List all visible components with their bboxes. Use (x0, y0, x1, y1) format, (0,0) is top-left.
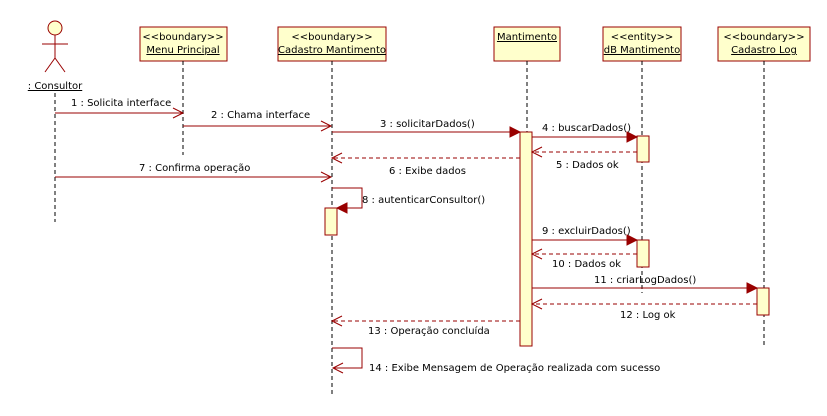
arrow-head (626, 234, 639, 246)
lifeline-name: dB Mantimento (604, 45, 680, 56)
message-label: 8 : autenticarConsultor() (362, 195, 485, 206)
message-label: 6 : Exibe dados (389, 166, 466, 177)
activation-db-2 (636, 239, 650, 268)
message-13[interactable]: 13 : Operação concluída (330, 315, 520, 337)
lifeline-box (717, 26, 811, 62)
message-2[interactable]: 2 : Chama interface (183, 110, 333, 132)
message-label: 4 : buscarDados() (542, 123, 631, 134)
message-6[interactable]: 6 : Exibe dados (330, 152, 520, 177)
message-line (332, 347, 363, 369)
lifeline-name: Cadastro Log (731, 45, 797, 56)
message-label: 11 : criarLogDados() (594, 275, 696, 286)
message-label: 7 : Confirma operação (139, 163, 250, 174)
message-5[interactable]: 5 : Dados ok (530, 146, 637, 171)
arrow-head (320, 120, 333, 132)
lifeline-head-cadastro-mantimento[interactable]: <<boundary>> Cadastro Mantimento (277, 26, 387, 62)
arrow-head (530, 146, 543, 158)
message-line (332, 187, 363, 209)
lifeline-name: Mantimento (497, 32, 557, 43)
lifeline-head-mantimento[interactable]: Mantimento (493, 26, 561, 62)
lifeline-name: Cadastro Mantimento (278, 45, 386, 56)
arrow-head (530, 298, 543, 310)
lifeline-name: Menu Principal (146, 45, 219, 56)
actor-head (47, 20, 63, 36)
activation-log (756, 287, 770, 316)
message-9[interactable]: 9 : excluirDados() (532, 226, 639, 246)
lifeline-head-cadastro-log[interactable]: <<boundary>> Cadastro Log (717, 26, 811, 62)
message-label: 13 : Operação concluída (368, 325, 490, 337)
arrow-head (626, 131, 639, 143)
arrow-head (320, 171, 333, 183)
actor-right-leg (54, 57, 66, 73)
message-7[interactable]: 7 : Confirma operação (55, 163, 333, 183)
arrow-head (746, 282, 759, 294)
activation-mantimento (519, 131, 533, 347)
actor-name: : Consultor (28, 81, 83, 92)
lifeline-head-menu-principal[interactable]: <<boundary>> Menu Principal (139, 26, 228, 62)
lifeline-stereotype: <<boundary>> (723, 32, 804, 43)
message-4[interactable]: 4 : buscarDados() (532, 123, 639, 143)
arrow-head (331, 362, 344, 374)
message-label: 12 : Log ok (620, 310, 676, 321)
message-label: 5 : Dados ok (556, 160, 619, 171)
message-label: 14 : Exibe Mensagem de Operação realizad… (369, 363, 660, 374)
lifeline-stereotype: <<boundary>> (291, 32, 372, 43)
arrow-head (335, 202, 348, 214)
message-label: 3 : solicitarDados() (380, 119, 475, 130)
message-label: 2 : Chama interface (211, 110, 310, 121)
message-8[interactable]: 8 : autenticarConsultor() (332, 187, 485, 214)
arrow-head (530, 248, 543, 260)
message-label: 9 : excluirDados() (542, 226, 631, 237)
lifeline-stereotype: <<boundary>> (142, 32, 223, 43)
activation-db-1 (636, 135, 650, 163)
actor-left-leg (44, 57, 56, 73)
arrow-head (330, 152, 343, 164)
message-3[interactable]: 3 : solicitarDados() (332, 119, 522, 138)
message-1[interactable]: 1 : Solicita interface (55, 98, 185, 119)
activation-cadastro (324, 207, 338, 236)
actor-consultor[interactable]: : Consultor (28, 20, 83, 92)
arrow-head (172, 107, 185, 119)
message-10[interactable]: 10 : Dados ok (530, 248, 637, 270)
lifeline-box (277, 26, 387, 62)
message-14[interactable]: 14 : Exibe Mensagem de Operação realizad… (331, 347, 660, 374)
message-label: 10 : Dados ok (552, 259, 621, 270)
message-12[interactable]: 12 : Log ok (530, 298, 757, 321)
message-11[interactable]: 11 : criarLogDados() (532, 275, 759, 294)
arrow-head (330, 315, 343, 327)
message-label: 1 : Solicita interface (71, 98, 171, 109)
lifeline-box (139, 26, 228, 62)
lifeline-stereotype: <<entity>> (611, 32, 674, 43)
lifeline-head-db-mantimento[interactable]: <<entity>> dB Mantimento (602, 26, 682, 62)
arrow-head (509, 126, 522, 138)
